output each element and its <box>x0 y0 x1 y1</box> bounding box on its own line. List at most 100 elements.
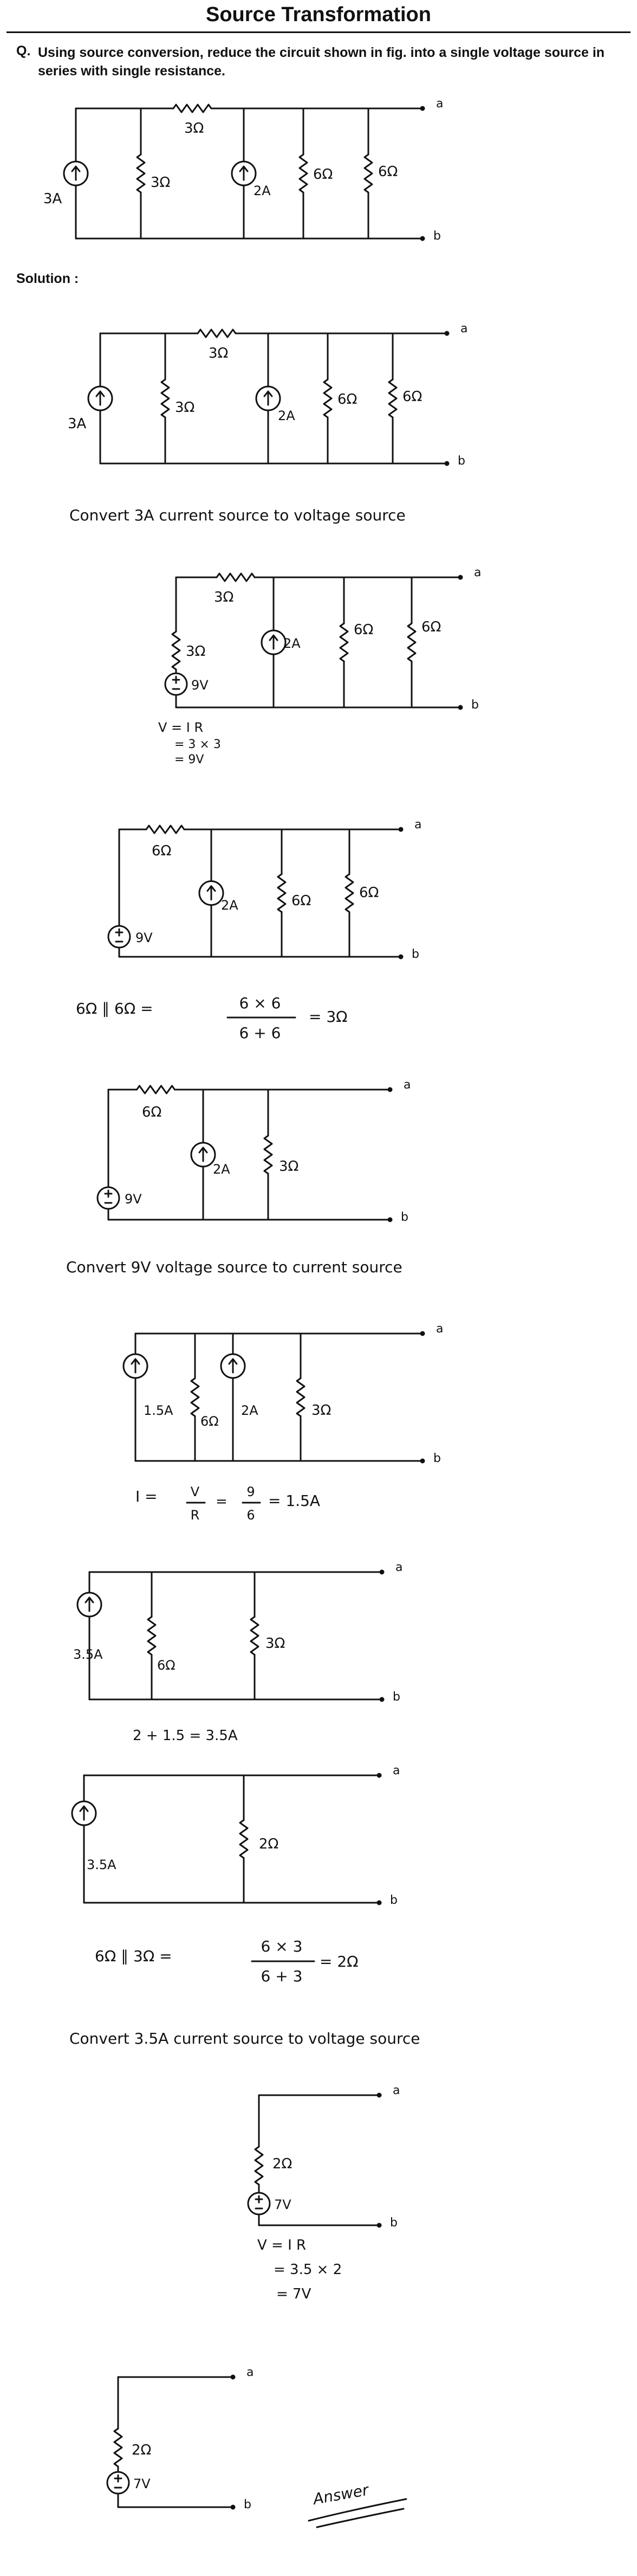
node-b-label: b <box>471 698 479 712</box>
label-6ohm-series: 6Ω <box>152 843 171 859</box>
label-2ohm: 2Ω <box>132 2442 151 2458</box>
solution-steps: Convert 3A current source to voltage sou… <box>66 506 420 2047</box>
node-a-label: a <box>404 1078 411 1092</box>
calc-v-eq-ir: V = I R <box>158 720 203 735</box>
label-6ohm-b: 6Ω <box>421 619 441 635</box>
formula-63-num: 6 × 3 <box>261 1937 303 1955</box>
calc-35x2: = 3.5 × 2 <box>274 2262 342 2278</box>
label-3a: 3A <box>43 191 62 207</box>
label-6ohm-series: 6Ω <box>142 1104 161 1120</box>
formula-6-par-3: 6Ω ∥ 3Ω = 6 × 3 6 + 3 = 2Ω <box>95 1937 359 1985</box>
question-label: Q. <box>16 43 31 59</box>
label-9v: 9V <box>191 678 209 693</box>
formula-66-lhs: 6Ω ∥ 6Ω = <box>76 1000 153 1017</box>
label-2a: 2A <box>253 183 271 198</box>
calc-7v: = 7V <box>276 2286 311 2302</box>
page-title: Source Transformation <box>206 3 431 26</box>
node-a-label: a <box>474 566 481 579</box>
node-a-label: a <box>436 1322 443 1336</box>
node-a-label: a <box>246 2366 253 2379</box>
formula-63-res: = 2Ω <box>320 1953 359 1970</box>
calc-v-eq-ir-2: V = I R <box>257 2237 306 2253</box>
node-b-label: b <box>458 454 465 468</box>
title-underline <box>6 31 630 33</box>
node-b-label: b <box>433 229 441 243</box>
answer-underline-1 <box>308 2498 407 2522</box>
label-3ohm-series: 3Ω <box>214 589 233 606</box>
label-shunt-3ohm: 3Ω <box>151 175 170 191</box>
formula-i-r: R <box>191 1508 200 1523</box>
label-series-3ohm: 3Ω <box>209 345 228 362</box>
label-3ohm: 3Ω <box>279 1158 298 1175</box>
circuit-step-7v-2ohm: a b 2Ω 7V V = I R = 3.5 × 2 = 7V <box>247 2084 400 2302</box>
label-7v: 7V <box>133 2476 151 2491</box>
circuit-step-3-5a-6-3: a b 3.5A 6Ω 3Ω <box>73 1561 402 1704</box>
label-2ohm: 2Ω <box>259 1836 278 1852</box>
circuit-step-9v-6ohm-3ohm: a b 6Ω 9V 2A 3Ω <box>96 1078 411 1224</box>
formula-6-par-6: 6Ω ∥ 6Ω =6 × 66 + 6= 3Ω <box>76 994 348 1042</box>
node-a-label: a <box>393 2084 400 2097</box>
formula-66-num: 6 × 6 <box>239 994 281 1012</box>
formula-i-lhs: I = <box>135 1487 158 1505</box>
step-convert-9v: Convert 9V voltage source to current sou… <box>66 1258 402 1276</box>
label-6ohm-a: 6Ω <box>337 391 357 408</box>
answer-label: Answer <box>311 2481 371 2508</box>
formula-i-6: 6 <box>246 1508 255 1523</box>
label-6ohm-a: 6Ω <box>313 166 333 183</box>
calc-3x3: = 3 × 3 <box>174 738 221 751</box>
node-b-label: b <box>244 2498 251 2511</box>
node-b-label: b <box>401 1210 408 1224</box>
label-6ohm-b: 6Ω <box>378 164 398 180</box>
node-a-label: a <box>460 322 467 336</box>
node-a-label: a <box>395 1561 402 1574</box>
step-convert-3a: Convert 3A current source to voltage sou… <box>69 506 406 524</box>
circuit-final-answer: a b 2Ω 7V Answer <box>106 2366 407 2528</box>
label-9v: 9V <box>125 1192 142 1207</box>
label-3a: 3A <box>68 416 87 432</box>
answer-underline-2 <box>316 2508 405 2528</box>
label-2a: 2A <box>213 1162 230 1177</box>
label-6ohm: 6Ω <box>157 1658 176 1673</box>
node-a-label: a <box>393 1764 400 1778</box>
calc-9v: = 9V <box>174 753 204 767</box>
node-b-label: b <box>390 2216 398 2230</box>
label-3ohm: 3Ω <box>265 1635 285 1652</box>
node-a-label: a <box>414 818 421 832</box>
step-sum-current: 2 + 1.5 = 3.5A <box>133 1728 238 1744</box>
label-6ohm-b: 6Ω <box>359 885 379 901</box>
label-6ohm-a: 6Ω <box>354 622 373 638</box>
label-1-5a: 1.5A <box>144 1403 173 1418</box>
node-b-label: b <box>393 1690 400 1704</box>
label-3-5a: 3.5A <box>73 1647 103 1662</box>
formula-63-lhs: 6Ω ∥ 3Ω = <box>95 1947 172 1965</box>
label-7v: 7V <box>274 2197 291 2212</box>
formula-i-eq: = <box>216 1493 227 1510</box>
label-3ohm: 3Ω <box>311 1402 331 1419</box>
label-2a: 2A <box>278 408 295 423</box>
label-6ohm-b: 6Ω <box>402 389 422 405</box>
label-2ohm: 2Ω <box>272 2156 292 2172</box>
label-2a: 2A <box>241 1403 258 1418</box>
label-shunt-3ohm: 3Ω <box>175 400 194 416</box>
step-convert-35a: Convert 3.5A current source to voltage s… <box>69 2030 420 2047</box>
node-b-label: b <box>390 1894 398 1907</box>
label-series-3ohm: 3Ω <box>184 120 204 137</box>
label-9v: 9V <box>135 930 153 945</box>
formula-i-v: V <box>191 1484 200 1499</box>
formula-i-9: 9 <box>246 1484 255 1499</box>
label-6ohm-a: 6Ω <box>291 893 311 909</box>
node-b-label: b <box>433 1452 441 1465</box>
circuit-original-solution: a b 3A 3Ω 3Ω 2A 6Ω 6Ω <box>68 322 467 468</box>
formula-63-den: 6 + 3 <box>261 1967 303 1985</box>
formula-66-res: = 3Ω <box>309 1008 348 1026</box>
label-3ohm-source: 3Ω <box>186 643 205 660</box>
label-2a: 2A <box>221 898 238 913</box>
formula-i-result: = 1.5A <box>268 1492 320 1510</box>
